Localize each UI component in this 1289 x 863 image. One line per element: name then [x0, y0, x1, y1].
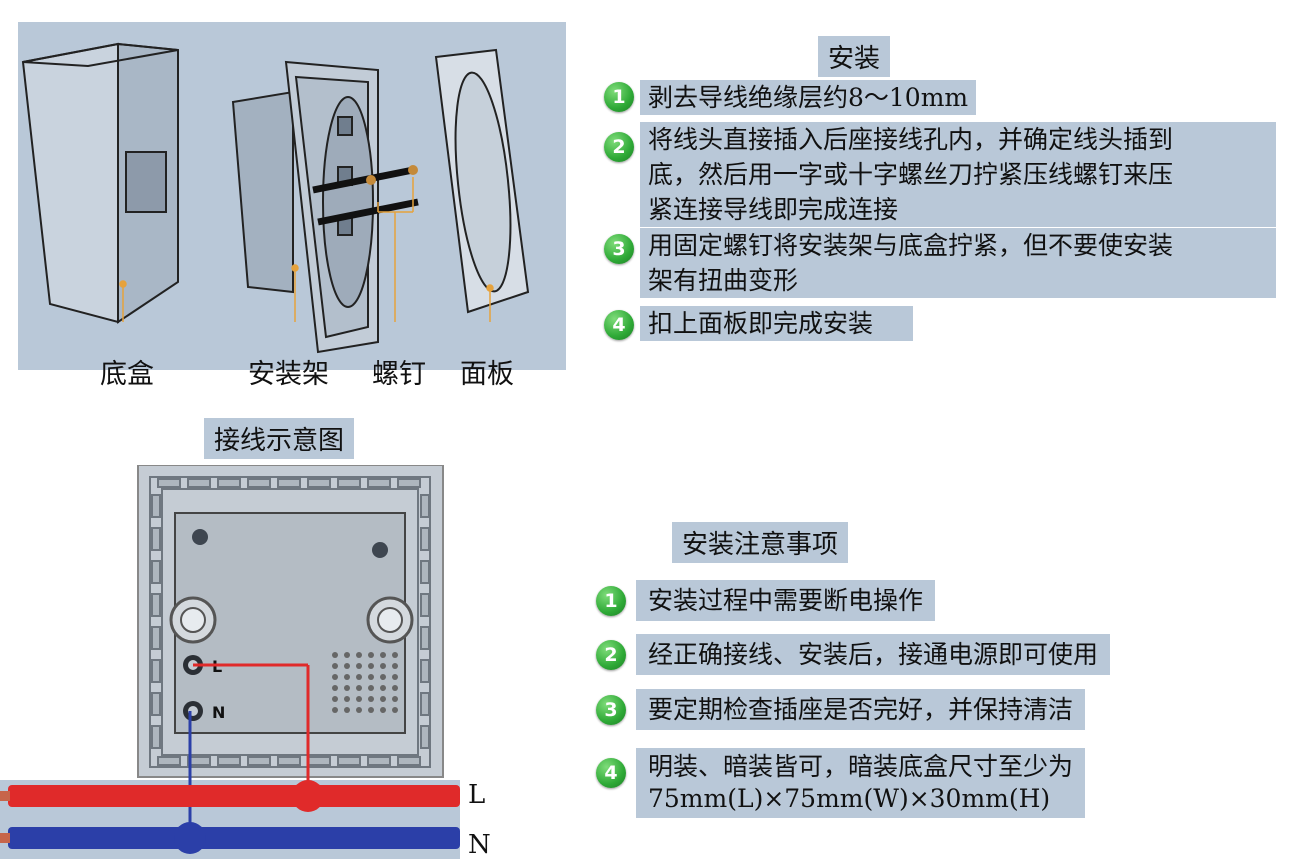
install-step-4-badge: 4 [604, 310, 634, 340]
bottom-box-drawing [21, 42, 179, 324]
install-step-1-text: 剥去导线绝缘层约8～10mm [640, 80, 977, 115]
face-panel-drawing [434, 48, 530, 314]
install-step-1-badge: 1 [604, 82, 634, 112]
notes-title: 安装注意事项 [672, 522, 849, 563]
neutral-wire [8, 827, 460, 849]
live-label: L [468, 780, 486, 810]
leader-lines [119, 177, 494, 322]
mount-frame-drawing [231, 60, 379, 354]
note-2-badge: 2 [596, 640, 626, 670]
live-wire [8, 785, 460, 807]
label-mount-frame: 安装架 [248, 359, 329, 390]
install-title: 安装 [818, 36, 891, 77]
live-junction [292, 780, 324, 812]
install-step-3-badge: 3 [604, 234, 634, 264]
install-step-4-text: 扣上面板即完成安装 [640, 306, 914, 341]
exploded-view-illustration [21, 42, 530, 354]
install-step-3-text: 用固定螺钉将安装架与底盒拧紧，但不要使安装 架有扭曲变形 [640, 228, 1276, 298]
neutral-junction [174, 822, 206, 854]
neutral-label: N [468, 830, 491, 860]
label-screw: 螺钉 [372, 359, 426, 390]
wiring-title: 接线示意图 [204, 418, 355, 459]
label-panel: 面板 [460, 359, 514, 390]
note-3-badge: 3 [596, 695, 626, 725]
note-1-badge: 1 [596, 586, 626, 616]
screws-drawing [312, 165, 419, 226]
install-step-2-text: 将线头直接插入后座接线孔内，并确定线头插到 底，然后用一字或十字螺丝刀拧紧压线螺… [640, 122, 1276, 227]
note-1-text: 安装过程中需要断电操作 [636, 580, 936, 621]
label-bottom-box: 底盒 [100, 359, 154, 390]
note-4-badge: 4 [596, 758, 626, 788]
wiring-diagram-illustration: L N [0, 464, 460, 859]
note-2-text: 经正确接线、安装后，接通电源即可使用 [636, 634, 1111, 675]
install-step-2-badge: 2 [604, 132, 634, 162]
wiring-diagram: L N [0, 464, 500, 859]
frame-ribs [149, 476, 431, 768]
note-4-text: 明装、暗装皆可，暗装底盒尺寸至少为 75mm(L)×75mm(W)×30mm(H… [636, 748, 1086, 818]
vent-grid [332, 652, 398, 713]
note-3-text: 要定期检查插座是否完好，并保持清洁 [636, 689, 1086, 730]
exploded-view-panel: 底盒 安装架 螺钉 面板 [18, 22, 566, 390]
svg-text:N: N [212, 703, 225, 722]
